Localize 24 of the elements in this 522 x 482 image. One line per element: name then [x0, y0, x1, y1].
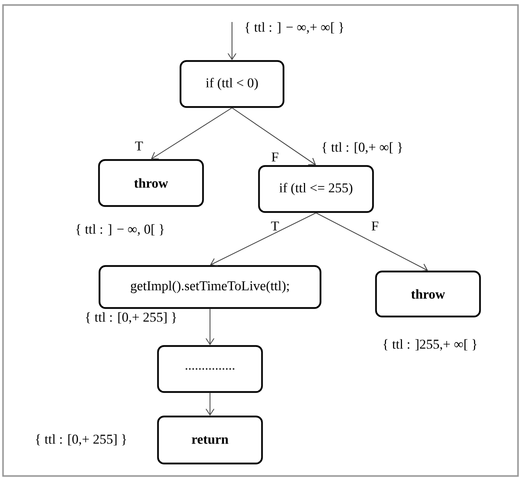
state-annotation: { ttl : ] − ∞, 0[ }	[76, 224, 164, 236]
state-annotation: { ttl : ] − ∞,+ ∞[ }	[245, 22, 344, 34]
condition-box: if (ttl < 0)	[180, 60, 284, 108]
arrow	[206, 308, 214, 346]
arrow	[151, 107, 232, 160]
state-annotation: { ttl : [0,+ 255] }	[86, 312, 176, 324]
statement-box: getImpl().setTimeToLive(ttl);	[98, 265, 322, 309]
arrow	[210, 212, 316, 266]
state-annotation: { ttl : ]255,+ ∞[ }	[384, 339, 477, 351]
statement-box: ...............	[157, 345, 263, 393]
arrow	[232, 107, 316, 166]
arrow	[316, 212, 428, 272]
state-annotation: { ttl : [0,+ 255] }	[36, 434, 126, 446]
statement-box: throw	[98, 159, 204, 207]
statement-box: throw	[375, 270, 481, 318]
branch-label: T	[271, 222, 279, 230]
arrow	[228, 22, 236, 60]
state-annotation: { ttl : [0,+ ∞[ }	[322, 142, 402, 154]
branch-label: T	[135, 142, 143, 150]
statement-box: return	[157, 416, 263, 464]
branch-label: F	[272, 152, 278, 162]
condition-box: if (ttl <= 255)	[258, 165, 374, 213]
arrow	[206, 392, 214, 416]
branch-label: F	[372, 222, 378, 230]
